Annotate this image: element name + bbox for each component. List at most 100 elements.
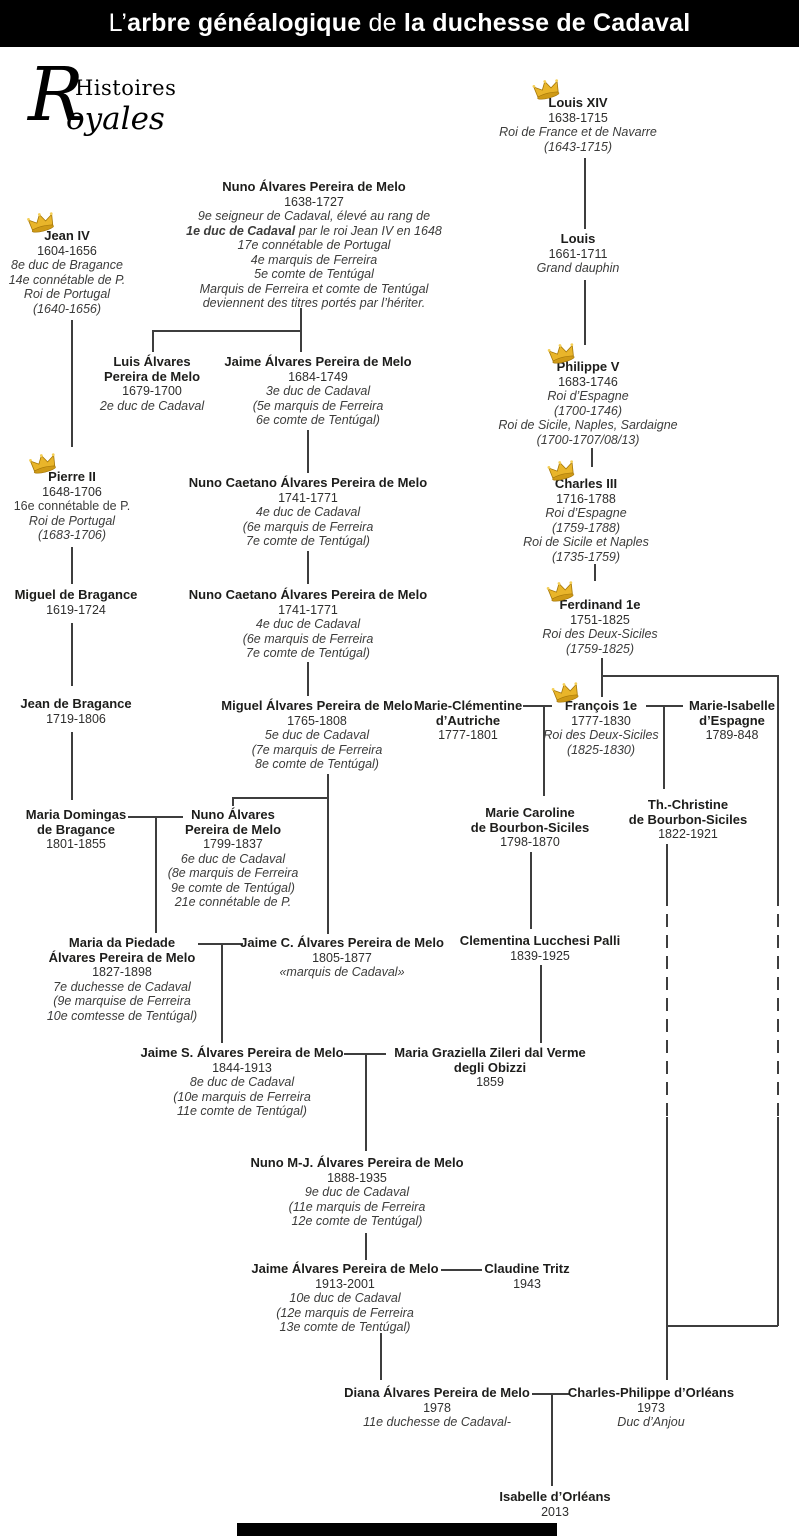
person-title: Roi d’Espagne [547,389,629,403]
person-title: (1640-1656) [32,301,102,316]
person-name: d’Autriche [435,712,501,728]
person-title: Roi des Deux-Siciles [542,627,658,641]
person-title: (1700-1746) [553,403,623,418]
footer-bar [237,1523,557,1536]
person-name: de Bourbon-Siciles [628,811,748,827]
person-name: Álvares Pereira de Melo [48,949,196,965]
person-dates: 1827-1898 [92,965,152,979]
person-title: (1759-1788) [551,520,621,535]
connector-line [551,1393,553,1486]
person-name: Ferdinand 1e [559,597,641,612]
logo-word-royales: oyales [66,101,165,137]
person-node-philippe-v: Philippe V 1683-1746 Roi d’Espagne (1700… [498,340,678,447]
person-dates: 1719-1806 [46,711,106,726]
person-title: 7e duchesse de Cadaval [53,979,191,994]
person-dates: 1839-1925 [510,948,570,963]
person-node-th-christine: Th.-Christine de Bourbon-Siciles 1822-19… [628,797,748,842]
connector-line [380,1333,382,1380]
person-dates: 1679-1700 [122,384,182,398]
person-title: 10e duc de Cadaval [289,1291,401,1305]
person-node-marie-clementine: Marie-Clémentine d’Autriche 1777-1801 [414,698,522,743]
person-name: Charles-Philippe d’Orléans [567,1385,735,1400]
person-name: Nuno Caetano Álvares Pereira de Melo [188,587,428,602]
person-dates: 1741-1771 [278,602,338,617]
person-node-louis-dauphin: Louis 1661-1711 Grand dauphin [536,231,620,276]
connector-line [365,1233,367,1260]
person-node-maria-domingas: Maria Domingas de Bragance 1801-1855 [26,807,126,852]
connector-line [666,1117,668,1380]
person-title: 4e marquis de Ferreira [250,252,378,267]
person-title: (1683-1706) [37,528,107,542]
person-name: Nuno Álvares Pereira de Melo [222,179,406,194]
person-node-nuno-1e-duc: Nuno Álvares Pereira de Melo 1638-1727 9… [186,179,442,311]
person-node-francois-1e: François 1e 1777-1830 Roi des Deux-Sicil… [543,679,659,757]
person-dates: 1844-1913 [212,1060,272,1075]
person-title: Grand dauphin [536,261,620,275]
connector-line [365,1053,367,1151]
connector-line [663,705,665,789]
person-dates: 2013 [541,1504,569,1519]
person-node-miguel-5e-duc: Miguel Álvares Pereira de Melo 1765-1808… [221,698,413,772]
person-title: 11e duchesse de Cadaval- [363,1415,511,1429]
person-title: 6e duc de Cadaval [180,851,286,866]
connector-line [540,965,542,1043]
person-dates: 1684-1749 [288,369,348,384]
person-dates: 1751-1825 [570,612,630,627]
person-title: (11e marquis de Ferreira [288,1199,426,1214]
person-dates: 1913-2001 [315,1276,375,1291]
person-name: de Bragance [36,821,116,837]
person-name: Th.-Christine [647,797,729,812]
person-node-jaime-c: Jaime C. Álvares Pereira de Melo 1805-18… [240,935,444,980]
logo-initial: R [28,52,84,138]
marriage-line [198,943,243,945]
person-name: Jaime C. Álvares Pereira de Melo [240,935,444,950]
person-title: Marquis de Ferreira et comte de Tentúgal [199,281,429,296]
title-bold-1: arbre généalogique [127,9,362,37]
histoires-royales-logo: R Histoires oyales [28,58,178,142]
connector-line [584,158,586,229]
person-title: 17e connétable de Portugal [237,238,391,252]
person-name: Jaime S. Álvares Pereira de Melo [140,1045,344,1060]
person-dates: 1765-1808 [287,713,347,728]
person-title: 21e connétable de P. [174,895,292,909]
person-title: (9e marquise de Ferreira [53,994,191,1008]
connector-line [601,675,603,697]
connector-line [221,943,223,1043]
connector-line [307,430,309,473]
person-node-maria-da-piedade: Maria da Piedade Álvares Pereira de Melo… [47,935,197,1023]
person-node-claudine-tritz: Claudine Tritz 1943 [484,1261,570,1291]
person-title: 8e duc de Bragance [11,258,123,272]
person-title: (1643-1715) [543,139,613,154]
person-name: Claudine Tritz [484,1261,570,1276]
person-node-marie-caroline: Marie Caroline de Bourbon-Siciles 1798-1… [471,805,589,850]
connector-line [300,308,302,331]
person-name: Nuno Álvares [191,807,275,822]
person-name: Jaime Álvares Pereira de Melo [251,1261,439,1276]
connector-line-dashed [777,893,779,1117]
person-title: (1825-1830) [566,742,636,757]
person-name: Miguel Álvares Pereira de Melo [221,698,413,713]
person-name: Pierre II [48,469,96,484]
person-dates: 1798-1870 [500,835,560,849]
person-dates: 1822-1921 [658,827,718,841]
person-name: degli Obizzi [453,1059,527,1075]
person-dates: 1973 [637,1400,665,1415]
connector-line [300,330,302,352]
person-dates: 1683-1746 [558,374,618,389]
person-name: Jean IV [44,228,90,243]
person-dates: 1805-1877 [312,950,372,965]
person-name: Marie Caroline [485,805,575,820]
connector-line-dashed [666,893,668,1117]
connector-line [601,658,603,676]
person-node-jean-de-bragance: Jean de Bragance 1719-1806 [20,696,131,726]
person-name: Philippe V [556,359,620,374]
person-title: 3e duc de Cadaval [265,384,371,398]
title-prefix: L’ [108,9,128,37]
person-node-jean-iv: Jean IV 1604-1656 8e duc de Bragance 14e… [9,209,125,316]
person-name: Isabelle d’Orléans [499,1489,611,1504]
person-node-marie-isabelle: Marie-Isabelle d’Espagne 1789-848 [689,698,775,743]
person-title: Roi de France et de Navarre [499,125,657,139]
person-title: 5e duc de Cadaval [264,728,370,742]
person-name: Louis XIV [548,95,608,110]
